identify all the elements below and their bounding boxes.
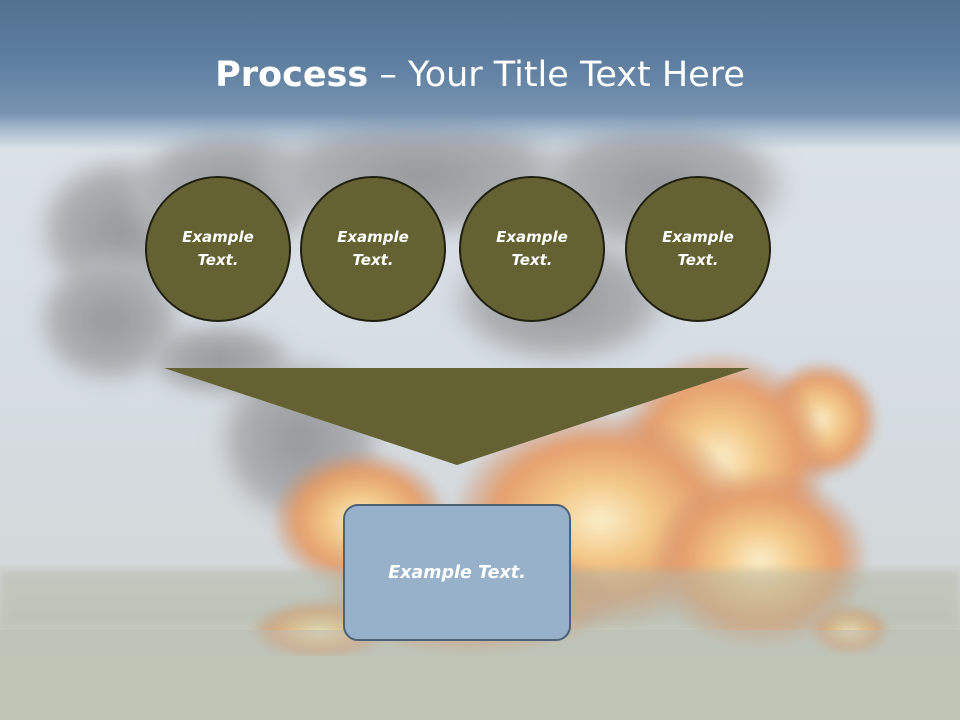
- circle-4-label: Example Text.: [662, 228, 734, 269]
- title-rest-part: – Your Title Text Here: [368, 55, 745, 95]
- process-circle-1[interactable]: Example Text.: [145, 176, 291, 322]
- process-circle-4[interactable]: Example Text.: [625, 176, 771, 322]
- process-circle-3[interactable]: Example Text.: [459, 176, 605, 322]
- circle-3-label: Example Text.: [496, 228, 568, 269]
- circle-1-label: Example Text.: [182, 228, 254, 269]
- process-circle-2[interactable]: Example Text.: [300, 176, 446, 322]
- result-box-label: Example Text.: [388, 562, 526, 583]
- funnel-arrow[interactable]: [164, 368, 750, 466]
- slide-title: Process – Your Title Text Here: [0, 52, 960, 98]
- circle-2-label: Example Text.: [337, 228, 409, 269]
- result-box[interactable]: Example Text.: [343, 504, 571, 641]
- title-bar: [0, 0, 960, 150]
- title-bold-part: Process: [215, 55, 369, 95]
